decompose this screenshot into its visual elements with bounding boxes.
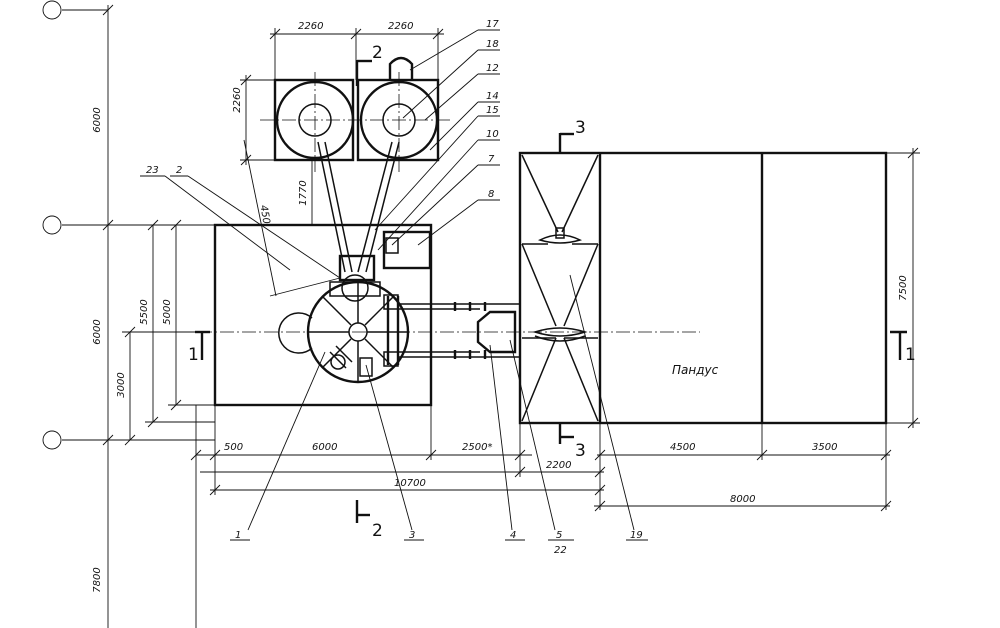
drum-inner-wheel: [330, 354, 346, 370]
callout-12: 12: [486, 63, 499, 74]
control-panel: [385, 237, 399, 254]
drum-drive-pulley: [341, 274, 369, 302]
dim-3500: 3500: [812, 442, 837, 453]
ramp-building-outline: [518, 151, 888, 425]
control-cabinet: [382, 230, 432, 270]
dim-left-6000-top: 6000: [92, 107, 103, 132]
main-building-outline: [213, 223, 433, 407]
section-3-top-label: 3: [575, 118, 586, 138]
grid-bubble-bottom: [42, 430, 62, 450]
vertical-dim-lines: [122, 219, 215, 446]
callout-14: 14: [486, 91, 499, 102]
dim-top-right-2260: 2260: [388, 21, 413, 32]
dim-left-7800: 7800: [92, 567, 103, 592]
grid-axes: [42, 0, 215, 628]
dim-1770: 1770: [298, 180, 309, 205]
callout-3: 3: [409, 530, 415, 541]
dim-2200: 2200: [546, 460, 571, 471]
section-3-top-marker: [558, 132, 574, 152]
section-2-bottom-marker: [355, 500, 370, 523]
callout-10: 10: [486, 129, 499, 140]
dim-10700: 10700: [394, 478, 426, 489]
dim-2500: 2500*: [462, 442, 492, 453]
callout-23: 23: [146, 165, 159, 176]
callout-15: 15: [486, 105, 499, 116]
drum-side-chamber: [278, 312, 313, 354]
feed-belts: [317, 141, 400, 273]
callout-22: 22: [554, 545, 567, 556]
section-1-left-label: 1: [188, 345, 199, 365]
grid-bubble-middle: [42, 215, 62, 235]
dim-7500: 7500: [898, 275, 909, 300]
callout-5: 5: [556, 530, 562, 541]
callout-8: 8: [488, 189, 494, 200]
drum-inner-box: [359, 357, 373, 377]
dim-4500: 4500: [670, 442, 695, 453]
dim-500: 500: [224, 442, 243, 453]
dim-vertical-2260: 2260: [232, 87, 243, 112]
callout-leaders: [140, 29, 648, 541]
callout-1: 1: [235, 530, 241, 541]
callout-2: 2: [176, 165, 182, 176]
callout-17: 17: [486, 19, 499, 30]
ramp-label: Пандус: [672, 363, 719, 377]
section-2-bottom-label: 2: [372, 521, 383, 541]
transfer-conveyor: [398, 302, 520, 359]
callout-19: 19: [630, 530, 643, 541]
dim-left-6000-mid: 6000: [92, 319, 103, 344]
dim-6000: 6000: [312, 442, 337, 453]
dim-3000: 3000: [116, 372, 127, 397]
section-2-top-marker: [355, 59, 372, 86]
dim-5500: 5500: [139, 299, 150, 324]
dim-450: 450: [257, 204, 271, 225]
section-1-left-marker: [195, 330, 210, 360]
section-1-right-label: 1: [905, 345, 916, 365]
hopper-bins: [521, 154, 599, 422]
grid-bubble-top: [42, 0, 62, 20]
transfer-chute: [476, 310, 517, 354]
section-1-right-marker: [890, 330, 907, 360]
bottom-dim-lines: [190, 405, 892, 628]
callout-4: 4: [510, 530, 516, 541]
drum-drive-unit: [338, 254, 376, 282]
dim-5000: 5000: [162, 299, 173, 324]
callout-7: 7: [488, 154, 495, 165]
section-3-bottom-marker: [558, 424, 574, 444]
dim-top-left-2260: 2260: [298, 21, 323, 32]
dim-8000: 8000: [730, 494, 755, 505]
section-3-bottom-label: 3: [575, 441, 586, 461]
section-2-top-label: 2: [372, 43, 383, 63]
tank-right-cap: [388, 56, 414, 80]
callout-18: 18: [486, 39, 499, 50]
